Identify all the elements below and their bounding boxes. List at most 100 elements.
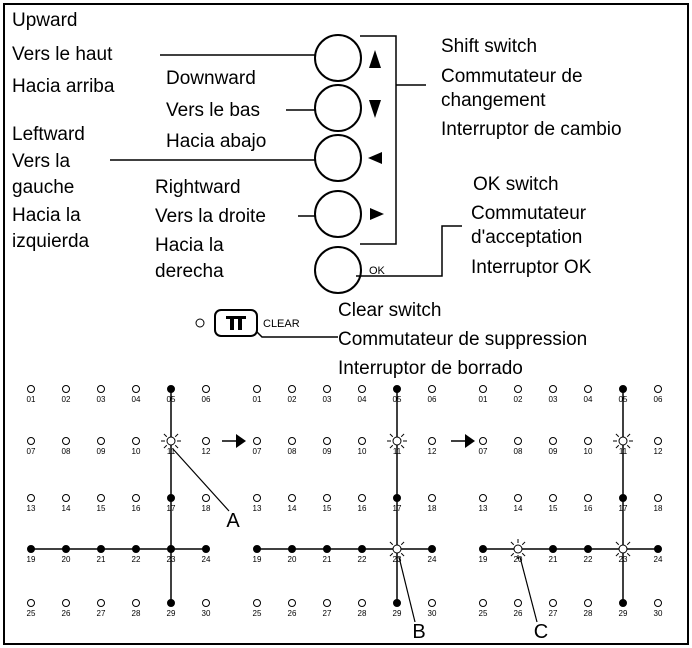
marker-leader-line (172, 448, 230, 512)
led-5 (619, 385, 627, 393)
led-number: 11 (167, 447, 176, 456)
led-22 (132, 545, 140, 553)
ok-label-fr-2: d'acceptation (471, 227, 582, 248)
led-29 (393, 599, 401, 607)
led-number: 11 (619, 447, 628, 456)
led-number: 09 (549, 447, 558, 456)
led-number: 18 (428, 504, 437, 513)
led-flash-ray (510, 552, 515, 557)
led-18 (428, 494, 436, 502)
led-15 (97, 494, 105, 502)
clear-t-icon (226, 316, 246, 330)
led-flashing-11 (618, 436, 628, 446)
led-number: 30 (428, 609, 437, 618)
led-2 (514, 385, 522, 393)
clear-indicator-led (195, 318, 205, 328)
led-12 (428, 437, 436, 445)
ok-button-label: OK (369, 265, 386, 277)
led-9 (97, 437, 105, 445)
led-number: 06 (428, 395, 437, 404)
led-number: 01 (479, 395, 488, 404)
led-number: 26 (288, 609, 297, 618)
led-number: 25 (27, 609, 36, 618)
led-number: 11 (393, 447, 402, 456)
led-28 (358, 599, 366, 607)
led-number: 06 (202, 395, 211, 404)
led-29 (167, 599, 175, 607)
led-number: 05 (393, 395, 402, 404)
led-number: 22 (358, 555, 367, 564)
led-number: 01 (27, 395, 36, 404)
led-flash-ray (510, 541, 515, 546)
led-17 (619, 494, 627, 502)
down-arrow-icon (369, 100, 381, 118)
marker-label: C (534, 621, 548, 643)
led-15 (549, 494, 557, 502)
led-number: 19 (479, 555, 488, 564)
led-28 (584, 599, 592, 607)
led-flash-ray (389, 541, 394, 546)
led-27 (97, 599, 105, 607)
led-number: 22 (584, 555, 593, 564)
led-6 (428, 385, 436, 393)
led-flash-ray (389, 433, 394, 438)
right-button[interactable] (314, 190, 362, 238)
led-number: 25 (253, 609, 262, 618)
led-number: 21 (549, 555, 558, 564)
led-17 (393, 494, 401, 502)
led-number: 27 (323, 609, 332, 618)
ok-label-en: OK switch (473, 174, 559, 195)
ok-button[interactable] (314, 246, 362, 294)
led-19 (253, 545, 261, 553)
led-number: 13 (27, 504, 36, 513)
led-15 (323, 494, 331, 502)
led-number: 12 (428, 447, 437, 456)
led-number: 02 (288, 395, 297, 404)
led-1 (479, 385, 487, 393)
led-number: 30 (202, 609, 211, 618)
up-button[interactable] (314, 34, 362, 82)
led-flash-ray (163, 444, 168, 449)
led-number: 02 (62, 395, 71, 404)
led-number: 23 (393, 555, 402, 564)
led-number: 12 (202, 447, 211, 456)
led-number: 25 (479, 609, 488, 618)
led-number: 29 (393, 609, 402, 618)
led-flashing-23 (618, 544, 628, 554)
left-button[interactable] (314, 134, 362, 182)
led-21 (549, 545, 557, 553)
led-number: 08 (514, 447, 523, 456)
clear-button[interactable] (214, 309, 258, 337)
led-24 (654, 545, 662, 553)
led-number: 10 (358, 447, 367, 456)
led-13 (479, 494, 487, 502)
led-number: 02 (514, 395, 523, 404)
led-3 (323, 385, 331, 393)
led-number: 12 (654, 447, 663, 456)
right-label-fr: Vers la droite (155, 206, 266, 227)
led-number: 15 (549, 504, 558, 513)
led-27 (323, 599, 331, 607)
led-18 (202, 494, 210, 502)
led-25 (253, 599, 261, 607)
shift-label-es: Interruptor de cambio (441, 119, 622, 140)
shift-label-fr-1: Commutateur de (441, 66, 583, 87)
led-16 (584, 494, 592, 502)
down-label-fr: Vers le bas (166, 100, 260, 121)
down-button[interactable] (314, 84, 362, 132)
led-number: 09 (323, 447, 332, 456)
led-2 (288, 385, 296, 393)
led-16 (358, 494, 366, 502)
led-flash-ray (163, 433, 168, 438)
led-number: 29 (619, 609, 628, 618)
led-number: 15 (97, 504, 106, 513)
led-1 (27, 385, 35, 393)
led-number: 23 (619, 555, 628, 564)
led-18 (654, 494, 662, 502)
led-4 (358, 385, 366, 393)
led-number: 20 (62, 555, 71, 564)
led-flash-ray (521, 552, 526, 557)
led-7 (27, 437, 35, 445)
